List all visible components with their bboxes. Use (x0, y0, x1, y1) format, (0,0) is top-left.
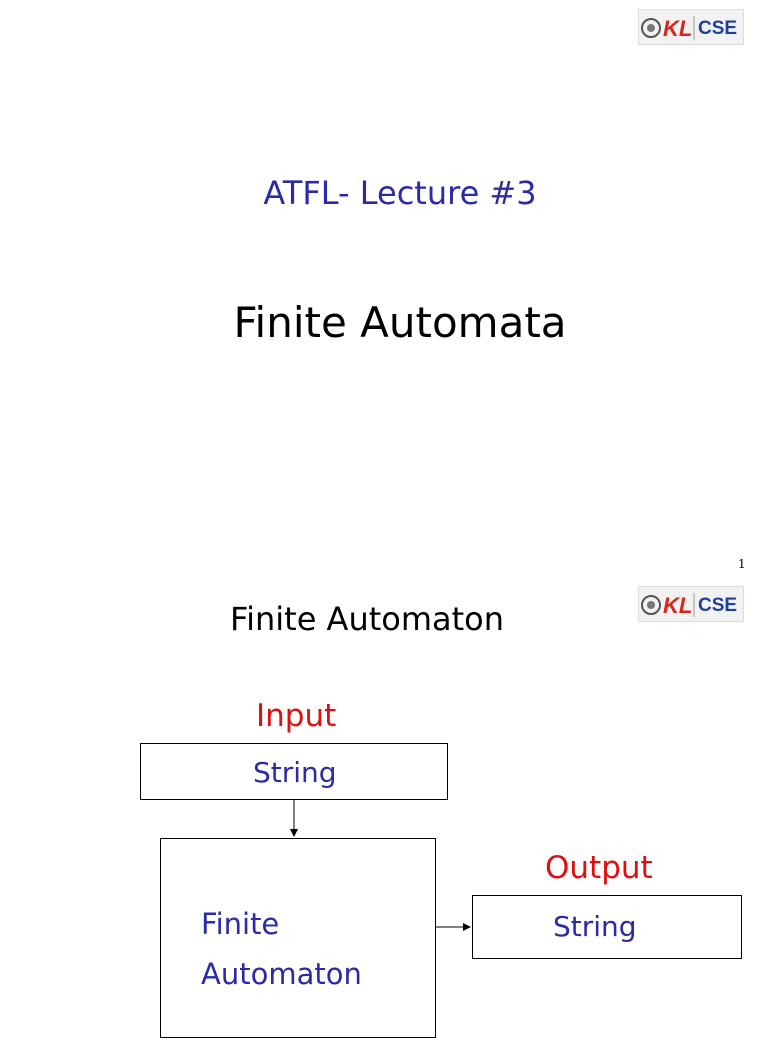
output-label: Output (545, 850, 653, 886)
kl-university-crest-icon: KL CSE (641, 593, 737, 618)
output-string-box: String (472, 895, 742, 959)
diagram-arrows (290, 800, 471, 931)
slide-title: Finite Automata (233, 298, 567, 347)
slide-title: Finite Automaton (230, 600, 505, 638)
input-string-text: String (253, 756, 337, 789)
logo-cse-text: CSE (698, 18, 737, 39)
page-number: 1 (738, 557, 746, 571)
automaton-label: Finite Automaton (201, 899, 362, 999)
logo-kl-text: KL (663, 593, 692, 618)
slide-2: KL CSE Finite Automaton Input String Fin… (0, 580, 768, 1038)
logo-kl-text: KL (663, 16, 692, 41)
input-string-box: String (140, 743, 448, 800)
lecture-subtitle: ATFL- Lecture #3 (263, 174, 537, 212)
kl-university-crest-icon: KL CSE (641, 16, 737, 41)
kl-cse-logo: KL CSE (638, 9, 744, 45)
output-string-text: String (553, 910, 637, 943)
slide-1: KL CSE ATFL- Lecture #3 Finite Automata … (233, 9, 746, 571)
input-label: Input (256, 698, 337, 734)
kl-cse-logo: KL CSE (638, 586, 744, 622)
automaton-label-line-2: Automaton (201, 957, 362, 991)
automaton-label-line-1: Finite (201, 907, 280, 941)
finite-automaton-box: Finite Automaton (160, 838, 436, 1038)
logo-cse-text: CSE (698, 595, 737, 616)
